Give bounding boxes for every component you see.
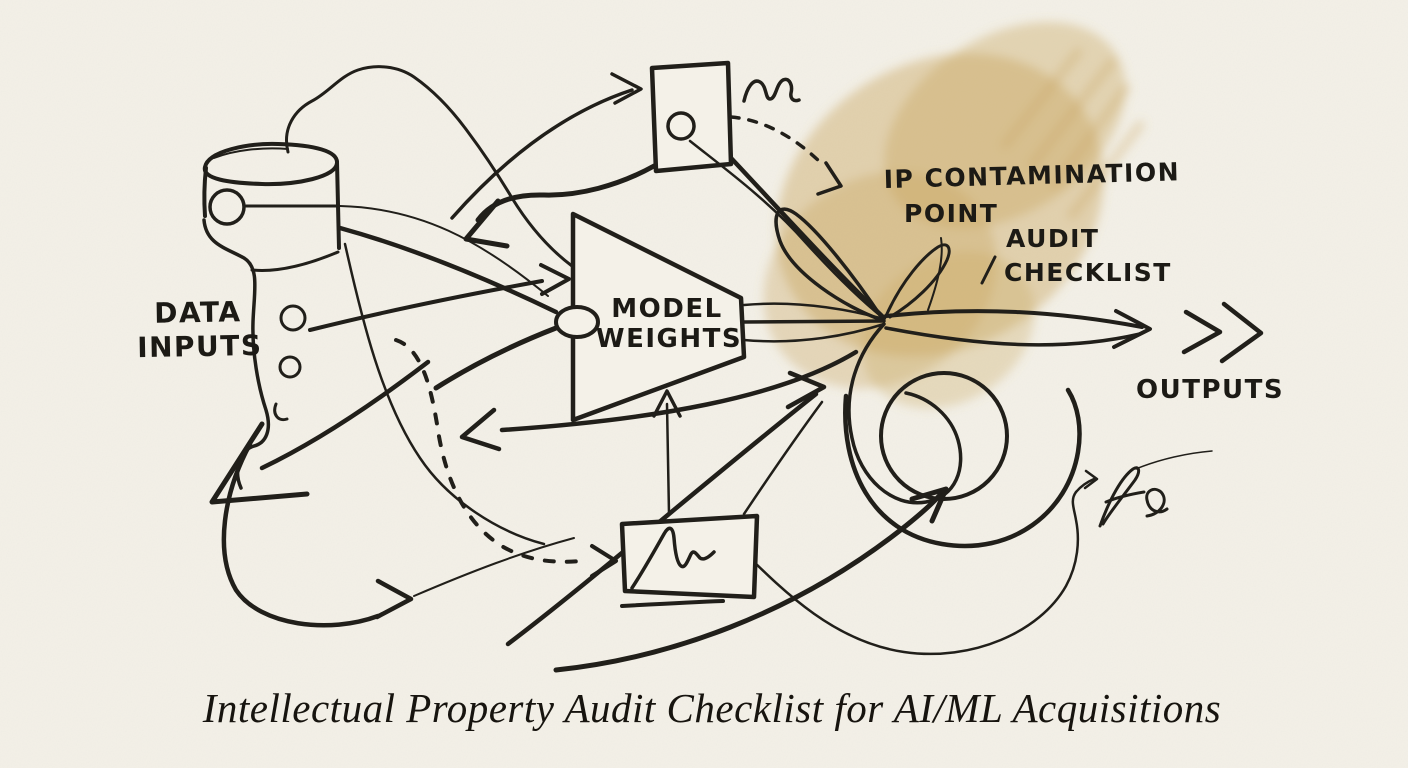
labels: DATA INPUTS MODEL WEIGHTS IP CONTAMINATI… xyxy=(137,157,1284,405)
signature-stroke xyxy=(1145,487,1169,518)
flow-line xyxy=(337,225,559,315)
output-line-lower xyxy=(884,326,1142,347)
line-to-model-weights xyxy=(665,402,671,516)
model-weights-label-line1: MODEL xyxy=(611,294,722,324)
waveform-scribble-icon xyxy=(630,526,716,590)
arrowhead-right-icon xyxy=(539,263,571,296)
signature-stroke xyxy=(1104,490,1146,504)
arrowhead-right-icon xyxy=(610,72,643,105)
flow-loop xyxy=(221,441,381,628)
loop-to-signature xyxy=(740,490,1080,656)
flow-line xyxy=(927,237,943,311)
arrow-to-top-box xyxy=(450,88,634,220)
cylinder-top-inner xyxy=(213,147,289,159)
arrow-up-right xyxy=(553,492,943,673)
callout-tick xyxy=(980,255,997,285)
data-bubble xyxy=(208,188,246,226)
dollar-scribble-icon xyxy=(1074,450,1213,528)
input-port-circle xyxy=(554,305,600,339)
ip-contamination-label-line2: POINT xyxy=(904,199,998,228)
melting-blob-edge xyxy=(202,218,271,490)
flow-line xyxy=(499,349,859,433)
arrow-to-model-weights xyxy=(308,279,544,332)
arrowhead-down-left-icon xyxy=(459,407,502,452)
signature-stroke xyxy=(1098,466,1141,528)
pinch-teardrop xyxy=(847,322,963,505)
data-bubble-arc xyxy=(273,402,289,422)
flow-line xyxy=(250,250,340,272)
data-inputs-label-line1: DATA xyxy=(154,295,242,330)
model-weights-shape xyxy=(570,211,747,423)
flow-line xyxy=(343,242,546,546)
flow-line xyxy=(259,359,431,471)
arrowhead-down-right-icon xyxy=(816,161,843,196)
cylinder-side-right xyxy=(335,160,341,250)
brush-streaks xyxy=(1000,47,1145,220)
data-bubble xyxy=(279,304,307,332)
flow-line xyxy=(688,139,884,319)
audit-checklist-label-line2: CHECKLIST xyxy=(1004,258,1172,287)
chevron-icon xyxy=(1219,301,1264,364)
arrowhead-up-icon xyxy=(652,389,682,418)
flow-line xyxy=(413,537,575,597)
fan-line xyxy=(742,302,886,321)
watercolor-splash xyxy=(763,21,1145,409)
pinch-petal-right xyxy=(884,243,951,319)
flow-line xyxy=(339,205,549,297)
box-underline xyxy=(620,599,725,608)
data-inputs-label-line2: INPUTS xyxy=(137,329,263,364)
arrowhead-up-right-icon xyxy=(785,370,827,410)
bell-curve-scribble-icon xyxy=(742,77,801,103)
data-bubble xyxy=(278,355,302,379)
big-arc xyxy=(843,387,1082,549)
flow-line xyxy=(742,400,824,516)
bell-curve-box-icon xyxy=(649,60,884,319)
outputs-label: OUTPUTS xyxy=(1136,375,1284,405)
arrowhead-small-icon xyxy=(1083,469,1099,490)
signature-tail xyxy=(1135,450,1213,470)
flow-curves xyxy=(209,65,1082,673)
flow-line xyxy=(433,325,559,391)
loop-circle xyxy=(879,371,1009,501)
flow-line xyxy=(728,155,887,321)
model-weights-node xyxy=(554,211,886,423)
dashed-flow-to-waveform-box xyxy=(394,338,584,564)
chevron-icon xyxy=(1181,309,1223,355)
output-line-upper xyxy=(884,309,1144,329)
diagram-caption: Intellectual Property Audit Checklist fo… xyxy=(202,685,1221,731)
audit-checklist-label-line1: AUDIT xyxy=(1006,224,1100,253)
database-cylinder-icon xyxy=(202,141,341,490)
fan-line xyxy=(742,322,886,343)
arrowhead-right-icon xyxy=(374,578,414,620)
cylinder-side-left xyxy=(202,166,208,218)
dashed-flow-to-contamination xyxy=(729,115,822,164)
fan-line xyxy=(742,319,886,324)
model-weights-label-line2: WEIGHTS xyxy=(596,324,742,354)
signature-lead xyxy=(1074,477,1096,494)
port-circle xyxy=(666,111,696,141)
waveform-box-icon xyxy=(619,389,760,608)
outputs-arrow xyxy=(884,301,1264,364)
arrowhead-right-icon xyxy=(1112,309,1152,349)
